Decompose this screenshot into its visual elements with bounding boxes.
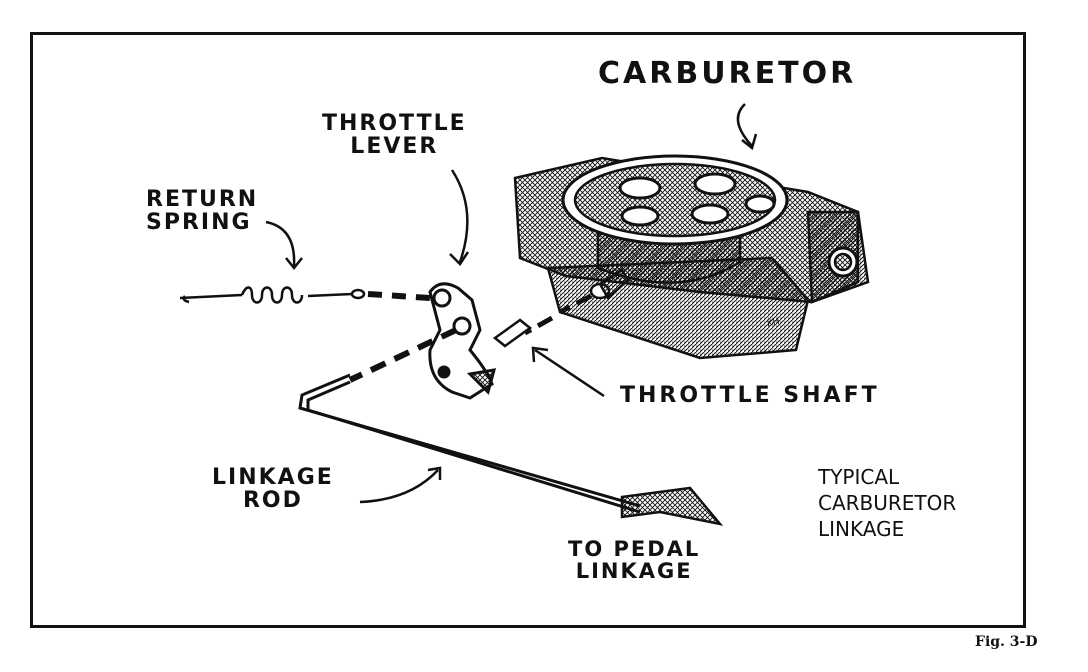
figure-number: Fig. 3-D xyxy=(975,634,1038,650)
throttle-lever xyxy=(428,282,497,400)
throttle-shaft-label: THROTTLE SHAFT xyxy=(620,383,880,408)
diagram-frame xyxy=(30,32,1026,628)
linkage-rod-label: LINKAGE ROD xyxy=(212,465,334,514)
throttle-shaft xyxy=(492,268,630,348)
carburetor-body xyxy=(513,154,870,360)
to-pedal-linkage-label: TO PEDAL LINKAGE xyxy=(568,537,701,584)
return-spring-label: RETURN SPRING xyxy=(146,187,259,236)
carburetor-label: CARBURETOR xyxy=(598,56,857,91)
diagram-caption: TYPICAL CARBURETOR LINKAGE xyxy=(818,465,957,541)
throttle-lever-label: THROTTLE LEVER xyxy=(322,111,467,160)
leader-arrows xyxy=(265,103,758,504)
return-spring xyxy=(179,286,431,304)
linkage-rod xyxy=(298,327,724,526)
